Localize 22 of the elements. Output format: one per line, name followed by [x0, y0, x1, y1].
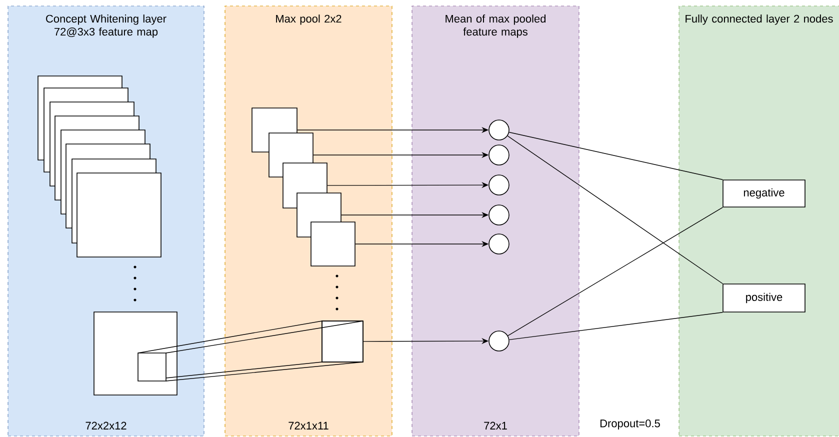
note-text: Dropout=0.5 [600, 420, 660, 430]
neuron-circle [488, 120, 510, 140]
connector [507, 136, 723, 284]
neuron-circle [488, 144, 510, 166]
dimension-text: 72x1x11 [288, 422, 328, 430]
connector [508, 312, 723, 340]
pooled-map-square [322, 320, 364, 362]
output-box: positive [722, 284, 806, 312]
neuron-circle [488, 234, 510, 254]
output-box: negative [722, 180, 806, 208]
pooled-map-square [310, 222, 356, 266]
connector [508, 207, 723, 336]
neuron-circle [488, 204, 510, 226]
band-heading: Fully connected layer 2 nodes [686, 14, 833, 25]
dimension-text: 72x1 [484, 422, 507, 430]
band-heading: Mean of max pooled feature maps [446, 14, 546, 38]
band-heading: Max pool 2x2 [276, 14, 342, 25]
neuron-circle [488, 174, 510, 196]
dimension-text: 72x2x12 [86, 422, 126, 430]
connector [508, 132, 723, 180]
band-heading: Concept Whitening layer 72@3x3 feature map [46, 14, 166, 38]
neuron-circle [488, 330, 510, 352]
